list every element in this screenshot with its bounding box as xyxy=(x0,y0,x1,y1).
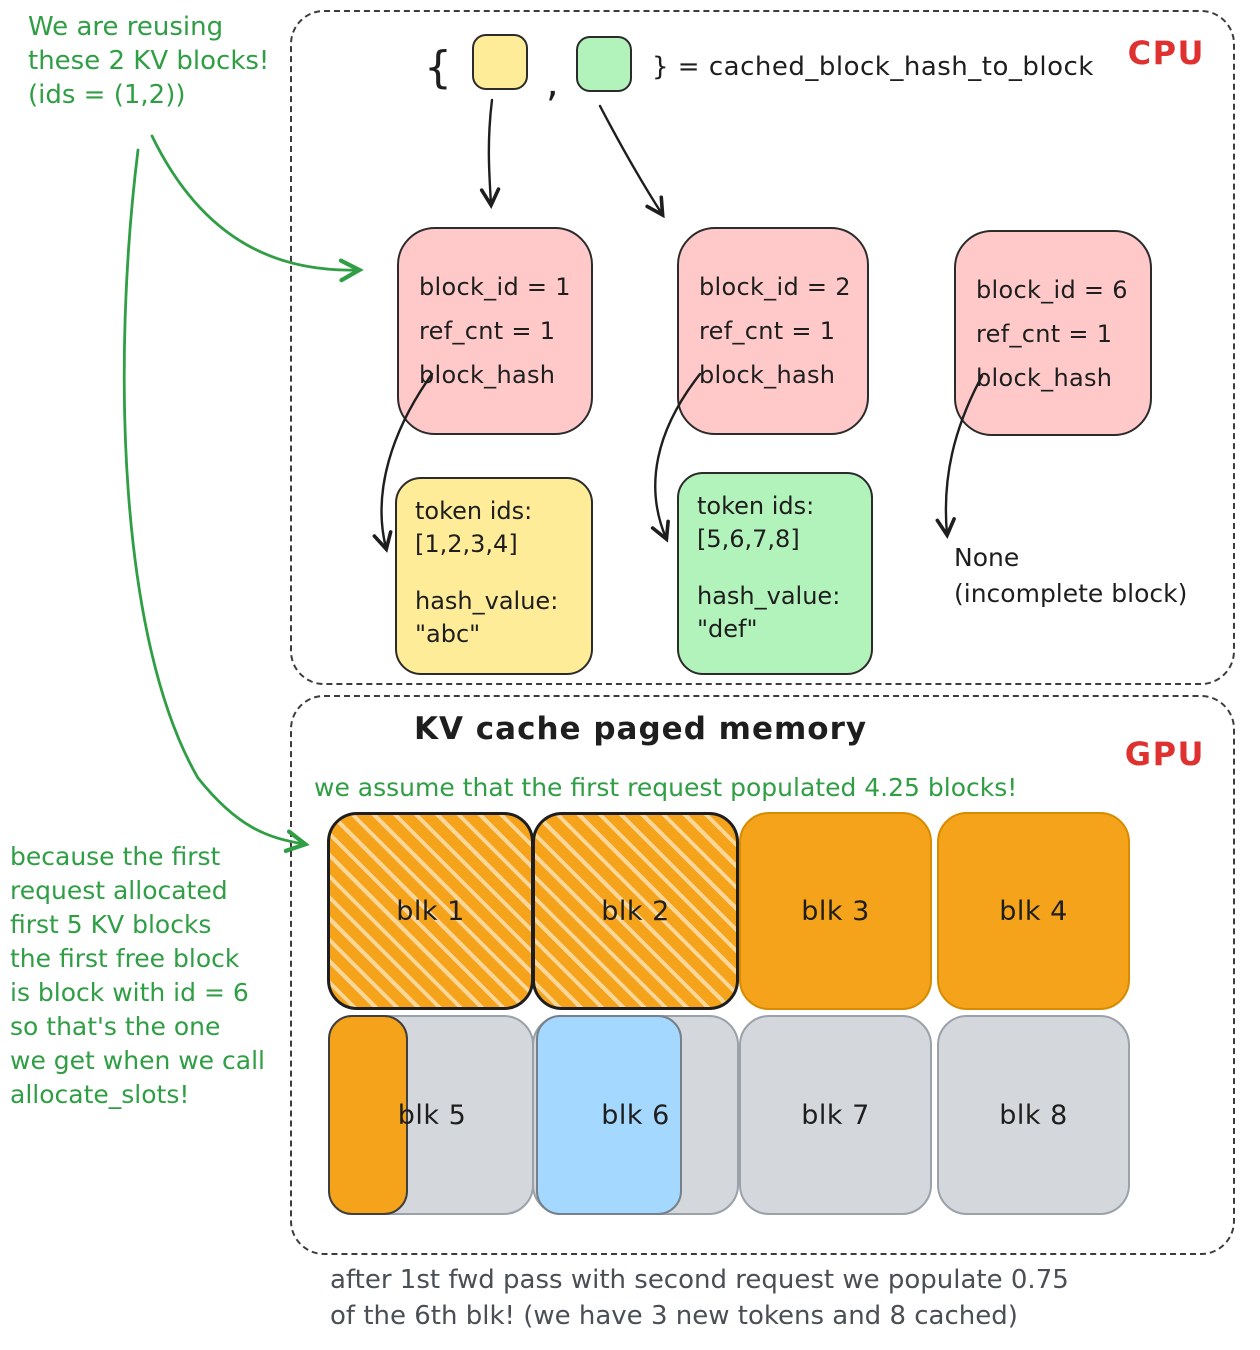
footer-note: after 1st fwd pass with second request w… xyxy=(330,1265,1069,1331)
kv-block-meta-1: block_id = 1 ref_cnt = 1 block_hash xyxy=(397,227,593,435)
gpu-block-3: blk 3 xyxy=(739,812,932,1010)
gpu-block-5-filled-portion xyxy=(328,1015,408,1215)
gpu-block-1: blk 1 xyxy=(327,812,534,1010)
gpu-block-label: blk 4 xyxy=(999,895,1068,927)
block-id-line: block_id = 1 xyxy=(419,273,571,301)
token-ids-label: token ids: xyxy=(415,497,533,525)
hash-value: "def" xyxy=(697,615,758,643)
gpu-block-6: blk 6 xyxy=(532,1015,739,1215)
hash-value: "abc" xyxy=(415,620,481,648)
gpu-block-7: blk 7 xyxy=(739,1015,932,1215)
hash-value-label: hash_value: xyxy=(415,587,559,615)
assume-note: we assume that the first request populat… xyxy=(314,773,1018,802)
block-id-line: block_id = 6 xyxy=(976,276,1128,304)
block-id-line: block_id = 2 xyxy=(699,273,851,301)
reuse-note: We are reusing these 2 KV blocks! (ids =… xyxy=(28,12,270,110)
dict-key-green-square xyxy=(576,36,632,92)
block-hash-line: block_hash xyxy=(976,364,1113,392)
gpu-block-4: blk 4 xyxy=(937,812,1130,1010)
gpu-block-label: blk 8 xyxy=(999,1099,1068,1131)
gpu-block-label: blk 1 xyxy=(396,895,465,927)
gpu-block-5: blk 5 xyxy=(328,1015,534,1215)
because-note: because the first request allocated firs… xyxy=(10,842,265,1109)
block-hash-line: block_hash xyxy=(419,361,556,389)
gpu-block-label: blk 3 xyxy=(801,895,870,927)
token-block-yellow: token ids: [1,2,3,4] hash_value: "abc" xyxy=(395,477,593,675)
ref-cnt-line: ref_cnt = 1 xyxy=(699,317,836,345)
gpu-label: GPU xyxy=(1124,735,1205,773)
token-ids-value: [1,2,3,4] xyxy=(415,530,518,558)
dict-close-expression: } = cached_block_hash_to_block xyxy=(652,52,1094,82)
token-block-green: token ids: [5,6,7,8] hash_value: "def" xyxy=(677,472,873,675)
dict-key-yellow-square xyxy=(472,34,528,90)
gpu-block-label: blk 6 xyxy=(601,1099,670,1131)
none-incomplete-note: None (incomplete block) xyxy=(954,543,1188,608)
ref-cnt-line: ref_cnt = 1 xyxy=(976,320,1113,348)
gpu-title: KV cache paged memory xyxy=(414,711,868,747)
kv-block-meta-2: block_id = 2 ref_cnt = 1 block_hash xyxy=(677,227,869,435)
block-hash-line: block_hash xyxy=(699,361,836,389)
gpu-block-2: blk 2 xyxy=(532,812,739,1010)
gpu-block-8: blk 8 xyxy=(937,1015,1130,1215)
dict-comma: , xyxy=(546,60,559,106)
dict-open-brace: { xyxy=(424,42,452,93)
gpu-block-6-filled-portion xyxy=(536,1015,682,1215)
cpu-label: CPU xyxy=(1127,34,1205,72)
ref-cnt-line: ref_cnt = 1 xyxy=(419,317,556,345)
cpu-box: CPU { , } = cached_block_hash_to_block b… xyxy=(290,10,1235,685)
hash-value-label: hash_value: xyxy=(697,582,841,610)
gpu-box: KV cache paged memory GPU we assume that… xyxy=(290,695,1235,1255)
kv-block-meta-6: block_id = 6 ref_cnt = 1 block_hash xyxy=(954,230,1152,436)
arrow-reuse-note-to-gpu-blk1 xyxy=(122,148,304,844)
gpu-block-label: blk 5 xyxy=(397,1099,467,1131)
gpu-block-label: blk 7 xyxy=(801,1099,870,1131)
token-ids-label: token ids: xyxy=(697,492,815,520)
gpu-block-label: blk 2 xyxy=(601,895,670,927)
token-ids-value: [5,6,7,8] xyxy=(697,525,800,553)
